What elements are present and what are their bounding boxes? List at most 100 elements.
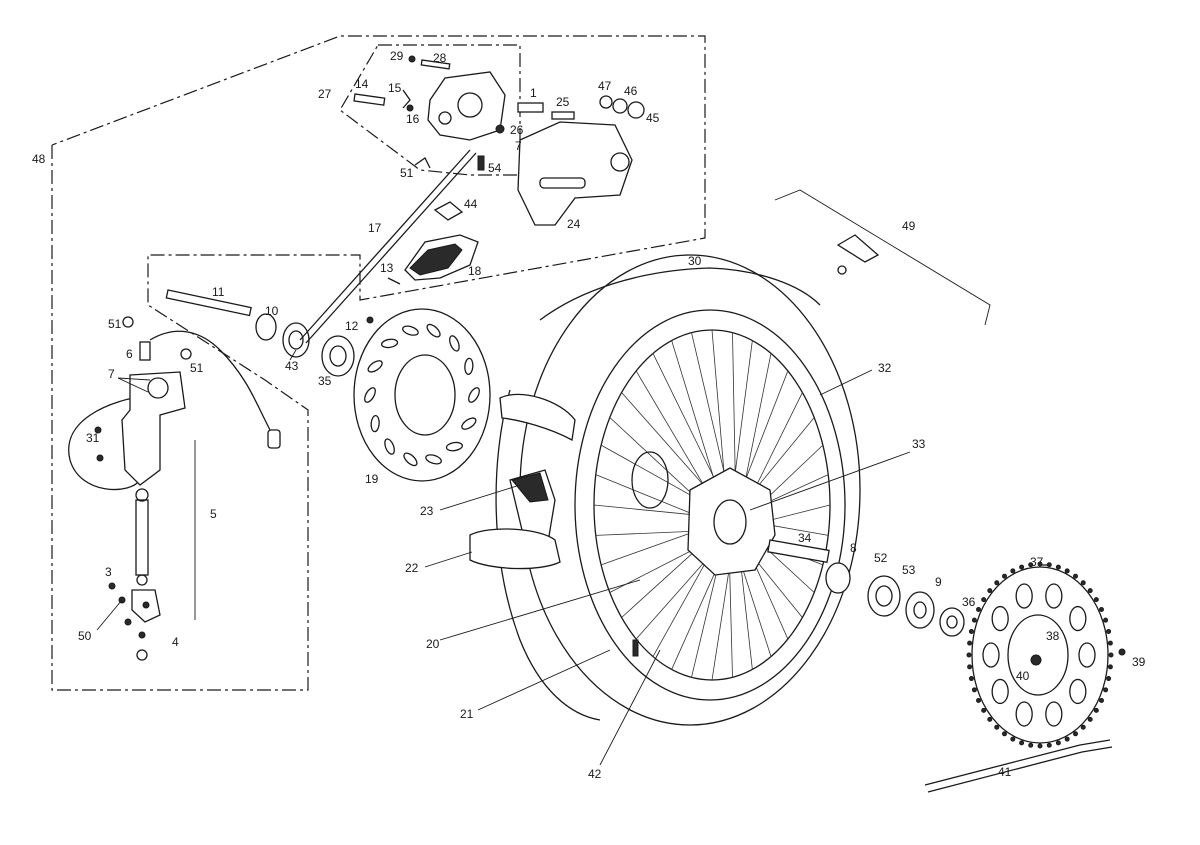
chain-41b bbox=[927, 746, 1113, 793]
caliper-piston bbox=[457, 92, 483, 118]
sprocket-window bbox=[1045, 701, 1063, 727]
hub-center bbox=[713, 499, 747, 545]
disc-vent-slot bbox=[370, 415, 380, 433]
sprocket-tooth bbox=[1087, 716, 1093, 722]
sprocket-tooth bbox=[1093, 597, 1099, 603]
sprocket-tooth bbox=[968, 628, 974, 634]
callout-40: 40 bbox=[1016, 669, 1030, 683]
group-boundaries bbox=[51, 35, 991, 691]
sprocket-tooth bbox=[987, 716, 993, 722]
callout-27: 27 bbox=[318, 87, 332, 101]
clevis-pin bbox=[142, 601, 150, 609]
sprocket-window bbox=[1015, 583, 1033, 609]
bracket-slot bbox=[539, 177, 586, 189]
bearing-52 bbox=[867, 575, 901, 617]
tube-23-shading bbox=[511, 472, 549, 503]
sprocket-tooth bbox=[1037, 743, 1043, 749]
pushrod-nut-2 bbox=[136, 574, 148, 586]
callout-18: 18 bbox=[468, 264, 482, 278]
disc-outer bbox=[353, 308, 491, 482]
sprocket-window bbox=[1069, 605, 1087, 632]
sprocket-tooth bbox=[994, 580, 1000, 586]
clip-51d bbox=[414, 157, 431, 169]
sprocket-tooth bbox=[967, 640, 973, 646]
bearing-35 bbox=[321, 335, 355, 377]
group-48-boundary bbox=[51, 35, 706, 691]
callout-46: 46 bbox=[624, 84, 638, 98]
callout-34: 34 bbox=[798, 531, 812, 545]
callout-6: 6 bbox=[126, 347, 133, 361]
callout-labels: 1 3 4 5 6 7 7 8 9 10 11 12 13 14 15 16 1… bbox=[32, 49, 1146, 781]
bolt-1 bbox=[517, 102, 544, 113]
master-cylinder-assembly bbox=[68, 316, 281, 661]
sprocket-tooth bbox=[1055, 564, 1061, 570]
pin-14 bbox=[353, 93, 386, 106]
sprocket-tooth bbox=[1106, 676, 1112, 682]
sprocket-tooth bbox=[1046, 562, 1052, 568]
sprocket-tooth bbox=[1107, 640, 1113, 646]
pushrod-nut bbox=[135, 488, 149, 502]
bolt-25 bbox=[551, 111, 575, 120]
callout-54: 54 bbox=[488, 161, 502, 175]
washer-50b bbox=[124, 618, 132, 626]
brake-hose-line bbox=[149, 330, 276, 441]
spacer-36-inner bbox=[946, 615, 958, 629]
seal-43-inner bbox=[288, 330, 304, 350]
callout-4: 4 bbox=[172, 635, 179, 649]
callout-11: 11 bbox=[212, 285, 225, 299]
pushrod bbox=[135, 499, 149, 576]
callout-8: 8 bbox=[850, 541, 857, 555]
callout-19: 19 bbox=[365, 472, 379, 486]
sprocket-tooth bbox=[1073, 573, 1078, 579]
bolt-31a bbox=[94, 426, 102, 434]
sprocket-window bbox=[982, 642, 1000, 668]
reservoir-cap bbox=[147, 377, 169, 399]
callout-26: 26 bbox=[510, 123, 524, 137]
disc-vent-slot bbox=[449, 335, 460, 352]
clip-51c bbox=[136, 649, 148, 661]
sprocket-tooth bbox=[1055, 740, 1061, 746]
sprocket-tooth bbox=[1028, 742, 1034, 748]
leader-21 bbox=[477, 649, 611, 711]
disc-vent-slot bbox=[367, 360, 383, 373]
pin-28 bbox=[420, 59, 451, 70]
sprocket-tooth bbox=[1108, 652, 1114, 658]
callout-1: 1 bbox=[530, 86, 537, 100]
callout-44: 44 bbox=[464, 197, 478, 211]
sprocket-tooth bbox=[971, 687, 977, 693]
callout-51a: 51 bbox=[108, 317, 122, 331]
bolt-54 bbox=[477, 155, 485, 171]
rim-lock-upper bbox=[499, 393, 576, 442]
bolt-31b bbox=[96, 454, 104, 462]
sprocket-tooth bbox=[1080, 724, 1086, 730]
sprocket-window bbox=[1069, 678, 1087, 705]
caliper-assembly bbox=[353, 55, 645, 285]
leader-50 bbox=[96, 599, 123, 631]
plug-29 bbox=[408, 55, 416, 63]
callout-28: 28 bbox=[433, 51, 447, 65]
callout-16: 16 bbox=[406, 112, 420, 126]
sprocket-tooth bbox=[1064, 568, 1070, 574]
sprocket-tooth bbox=[1103, 617, 1109, 623]
hub-flange bbox=[631, 451, 669, 509]
sprocket-side-components bbox=[825, 234, 1126, 793]
disc-vent-slot bbox=[402, 325, 419, 336]
bearing-35-inner bbox=[329, 345, 347, 367]
sprocket-tooth bbox=[1019, 740, 1025, 746]
axle-11 bbox=[165, 289, 252, 317]
callout-53: 53 bbox=[902, 563, 916, 577]
sprocket-window bbox=[1045, 583, 1063, 609]
sprocket-tooth bbox=[1080, 580, 1086, 586]
valve-nut-49 bbox=[837, 265, 847, 275]
sprocket-tooth bbox=[981, 597, 987, 603]
bushing-47 bbox=[599, 95, 613, 109]
valve-42 bbox=[632, 639, 639, 657]
brake-rod-17b bbox=[305, 152, 477, 344]
axle-components bbox=[165, 149, 477, 377]
callout-22: 22 bbox=[405, 561, 419, 575]
leader-7a bbox=[117, 377, 149, 393]
clip-51a bbox=[122, 316, 134, 328]
bearing-53 bbox=[905, 591, 935, 629]
sprocket-tooth bbox=[1073, 731, 1078, 737]
